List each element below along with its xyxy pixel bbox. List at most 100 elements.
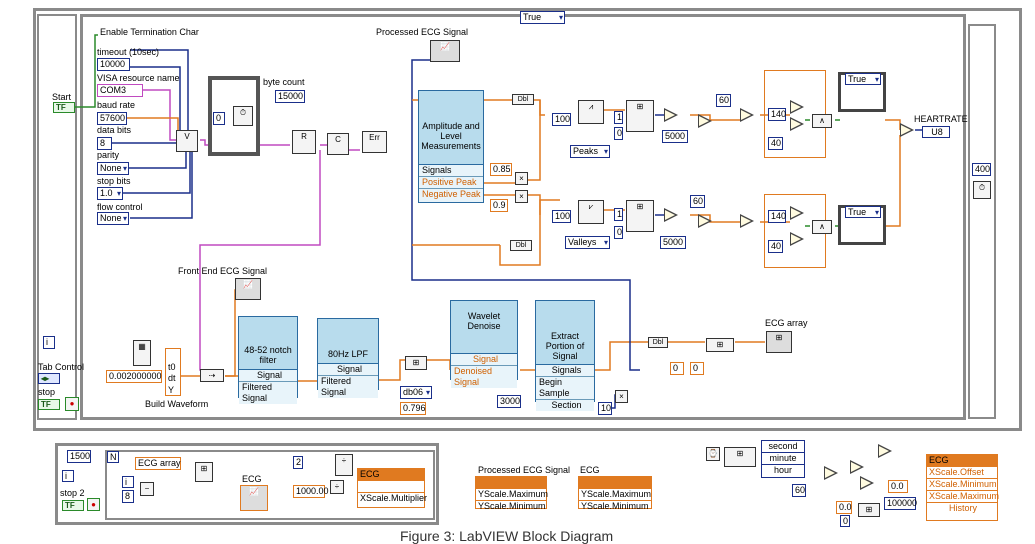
ecg-graph-icon[interactable]: 📈: [240, 485, 268, 511]
dt-input[interactable]: 0.002000000: [106, 370, 162, 383]
time-minute: minute: [762, 453, 804, 465]
byte-count-label: byte count: [263, 77, 305, 87]
heartrate-type: U8: [931, 127, 943, 137]
bottom-iter-i: i: [62, 470, 74, 482]
const-60-b[interactable]: 60: [690, 195, 705, 208]
processed-ecg-graph-icon[interactable]: 📈: [430, 40, 460, 62]
threshold-09[interactable]: 0.9: [490, 199, 508, 212]
build-waveform-icon[interactable]: ▦: [133, 340, 151, 366]
mult-icon-1: [740, 108, 754, 122]
flow-control-select[interactable]: None: [97, 212, 129, 225]
error-handler-icon[interactable]: Err: [362, 131, 387, 153]
dbl-convert-1: Dbl: [512, 94, 534, 105]
threshold-085[interactable]: 0.85: [490, 163, 512, 176]
peaks-select[interactable]: Peaks: [570, 145, 610, 158]
ecg-ymin: YScale.Minimum: [581, 501, 649, 511]
enable-termination-label: Enable Termination Char: [100, 27, 199, 37]
peak-wire-3: [528, 100, 541, 181]
zero-constant[interactable]: 0: [213, 112, 225, 125]
const-1-b[interactable]: 1: [614, 208, 623, 221]
byte-count-input[interactable]: 15000: [275, 90, 305, 103]
parity-select[interactable]: None: [97, 162, 129, 175]
samples-5000-a[interactable]: 5000: [662, 130, 688, 143]
ctrl-wire: [130, 49, 189, 140]
timeout-input[interactable]: 10000: [97, 58, 130, 71]
valley-detector-icon[interactable]: ⩗: [578, 200, 604, 224]
const-00-b[interactable]: 0.0: [836, 501, 852, 514]
samples-5000-b[interactable]: 5000: [660, 236, 686, 249]
visa-close-icon[interactable]: C: [327, 133, 349, 155]
visa-resource-input[interactable]: COM3: [97, 84, 143, 97]
prop-history: History: [948, 503, 977, 513]
case-selector-true[interactable]: True: [520, 11, 565, 24]
const-1-a[interactable]: 1: [614, 111, 623, 124]
index-array-icon-1: ⊞: [626, 100, 654, 132]
data-bits-input[interactable]: 8: [97, 137, 112, 150]
const-60-a[interactable]: 60: [716, 94, 731, 107]
bottom-iter-i2: i: [122, 476, 134, 488]
wait-ms-icon[interactable]: ⏱: [973, 181, 991, 199]
valleys-select[interactable]: Valleys: [565, 236, 610, 249]
lower-40-a[interactable]: 40: [768, 137, 783, 150]
true-case-1[interactable]: True: [845, 73, 881, 85]
waveform-merge-icon: ⊞: [405, 356, 427, 370]
true-case-2[interactable]: True: [845, 206, 881, 218]
const-0-c[interactable]: 0: [670, 362, 684, 375]
visa-configure-icon[interactable]: V: [176, 130, 198, 152]
const-100000[interactable]: 100000: [884, 497, 917, 510]
width-100-a[interactable]: 100: [552, 113, 571, 126]
baud-rate-input[interactable]: 57600: [97, 112, 127, 125]
const-0-a[interactable]: 0: [614, 127, 623, 140]
dbl-convert-2: Dbl: [510, 240, 532, 251]
stop-button[interactable]: TF: [38, 399, 60, 410]
const-0-d[interactable]: 0: [690, 362, 704, 375]
const-0-b[interactable]: 0: [614, 226, 623, 239]
const-10[interactable]: 10: [598, 402, 612, 415]
peak-detector-icon[interactable]: ⩘: [578, 100, 604, 124]
visa-read-icon[interactable]: R: [292, 130, 316, 154]
and-icon-1: ∧: [812, 114, 832, 128]
right-frame: [968, 24, 996, 419]
time-unbundle: second minute hour: [761, 440, 805, 478]
tab-control[interactable]: ◂▸: [38, 373, 60, 384]
time-calc-3: [878, 444, 892, 458]
ctrl-wire-7: [130, 148, 193, 219]
compare-icon-3: [790, 206, 804, 220]
orange-loop: [499, 199, 560, 266]
build-waveform-label: Build Waveform: [145, 399, 209, 409]
time-hour: hour: [773, 465, 792, 475]
wavelet-type-select[interactable]: db06: [400, 386, 432, 399]
extract-rows: Signals Begin Sample Section: [535, 364, 595, 411]
width-100-b[interactable]: 100: [552, 210, 571, 223]
const-1500[interactable]: 1500: [67, 450, 91, 463]
const-2[interactable]: 2: [293, 456, 303, 469]
const-60-c[interactable]: 60: [792, 484, 806, 497]
stop2-label: stop 2: [60, 488, 85, 498]
subtract-icon-1: [664, 108, 678, 122]
front-end-graph-icon[interactable]: 📈: [235, 278, 261, 300]
threshold-0796[interactable]: 0.796: [400, 402, 426, 415]
begin-3000[interactable]: 3000: [497, 395, 521, 408]
heartrate-label: HEARTRATE: [914, 114, 968, 124]
start-button[interactable]: TF: [53, 102, 75, 113]
upper-140-b[interactable]: 140: [768, 210, 786, 223]
lower-40-b[interactable]: 40: [768, 240, 783, 253]
stop2-button[interactable]: TF: [62, 500, 84, 511]
build-waveform-block[interactable]: [165, 348, 181, 396]
wavelet-row-denoised: Denoised Signal: [451, 365, 517, 388]
upper-140-a[interactable]: 140: [768, 108, 786, 121]
const-0-e[interactable]: 0: [840, 515, 850, 527]
mult-icon-2: [740, 214, 754, 228]
const-1000[interactable]: 1000.00: [293, 485, 329, 498]
loop-iteration-i: i: [43, 336, 55, 349]
stop-bits-select[interactable]: 1.0: [97, 187, 123, 200]
const-8[interactable]: 8: [122, 490, 134, 503]
const-00[interactable]: 0.0: [888, 480, 908, 493]
compare-icon-4: [790, 232, 804, 246]
wait-timer-icon[interactable]: ⏱: [233, 106, 253, 126]
const-400[interactable]: 400: [972, 163, 991, 176]
compare-icon-2: [790, 117, 804, 131]
wf-dt: dt: [168, 373, 176, 383]
ecg-xscale-node: ECG XScale.Multiplier: [357, 468, 427, 508]
visa-wire: [143, 89, 180, 141]
